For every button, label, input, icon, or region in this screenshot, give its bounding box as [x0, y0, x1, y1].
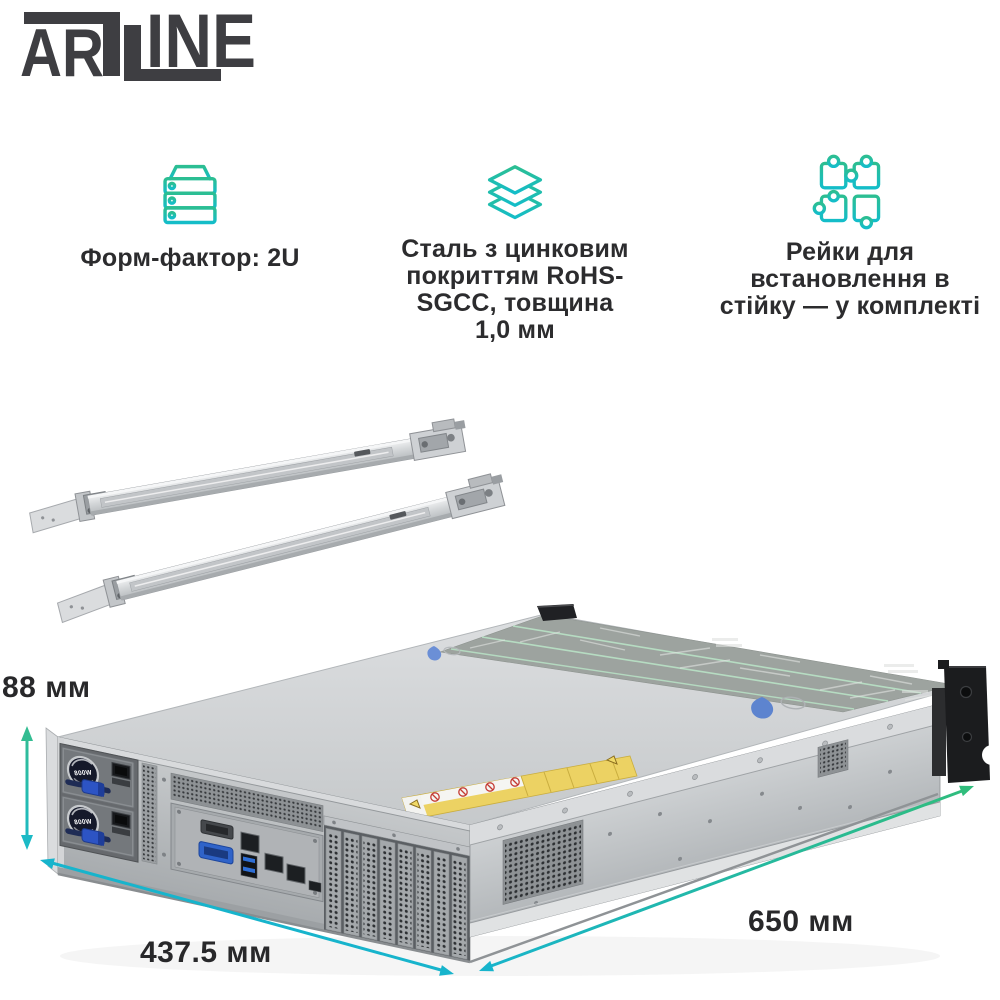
- feature-text-line: SGCC, товщина: [416, 289, 614, 317]
- rail-lower: [56, 473, 506, 624]
- server-rack-icon: [163, 164, 217, 225]
- feature-form-factor: Форм-фактор: 2U: [35, 152, 345, 272]
- rail-upper: [29, 418, 467, 534]
- brand-droplet-icon: [427, 646, 461, 661]
- usb-port-small: [308, 880, 322, 893]
- logo-text-right: INE: [146, 10, 256, 84]
- feature-text-line: Рейки для: [785, 238, 915, 266]
- height-arrow: [21, 726, 33, 850]
- logo-text-left: AR: [20, 15, 104, 90]
- chassis-rear-panel: 800W 800W: [57, 736, 471, 963]
- logo-t-stem: [103, 12, 120, 76]
- logo-l-stem: [124, 25, 141, 81]
- feature-text-line: Сталь з цинковим: [401, 235, 629, 263]
- feature-rails: Рейки для встановлення в стійку — у комп…: [697, 150, 1000, 320]
- feature-text-line: 1,0 мм: [475, 316, 555, 344]
- lan-port: [264, 852, 284, 874]
- width-arrow: [40, 858, 454, 976]
- dimension-annotations: 88 мм 437.5 мм 650 мм: [2, 671, 974, 976]
- expansion-slots: [323, 815, 471, 963]
- steel-layers-icon: [487, 165, 543, 220]
- feature-text-line: покриттям RoHS-: [406, 262, 624, 290]
- logo-top-bar: [24, 12, 120, 24]
- mounting-rails: [29, 418, 506, 624]
- puzzle-pieces-icon: [812, 154, 881, 230]
- psu-label: 800W: [74, 819, 94, 827]
- rear-io-panel: [170, 802, 324, 903]
- feature-text-line: Форм-фактор: 2U: [80, 244, 300, 272]
- height-label: 88 мм: [2, 671, 91, 704]
- psu-label: 800W: [74, 770, 94, 778]
- chassis-side-panel: [469, 703, 941, 938]
- top-instruction-label: [439, 614, 956, 713]
- feature-steel: Сталь з цинковим покриттям RoHS- SGCC, т…: [365, 152, 665, 344]
- depth-label: 650 мм: [748, 905, 854, 938]
- psu-unit: 800W: [61, 795, 135, 858]
- lan-port: [240, 831, 260, 854]
- feature-list: Форм-фактор: 2U Сталь з цинковим покритт…: [0, 0, 1000, 360]
- width-label: 437.5 мм: [140, 936, 272, 969]
- rack-ear: [932, 660, 1000, 783]
- psu-unit: 800W: [61, 746, 135, 809]
- brand-droplet-icon: [751, 696, 806, 719]
- depth-arrow: [479, 785, 974, 972]
- rack-ear-far: [537, 604, 577, 621]
- server-chassis: 800W 800W: [45, 604, 1000, 976]
- feature-text-line: встановлення в: [750, 265, 950, 293]
- artline-logo: AR INE: [20, 10, 256, 90]
- lan-port: [286, 863, 306, 885]
- feature-text-line: стійку — у комплекті: [719, 292, 981, 320]
- logo-l-foot: [124, 69, 221, 81]
- psu-bay: 800W 800W: [59, 742, 139, 863]
- chassis-left-edge: [45, 727, 59, 875]
